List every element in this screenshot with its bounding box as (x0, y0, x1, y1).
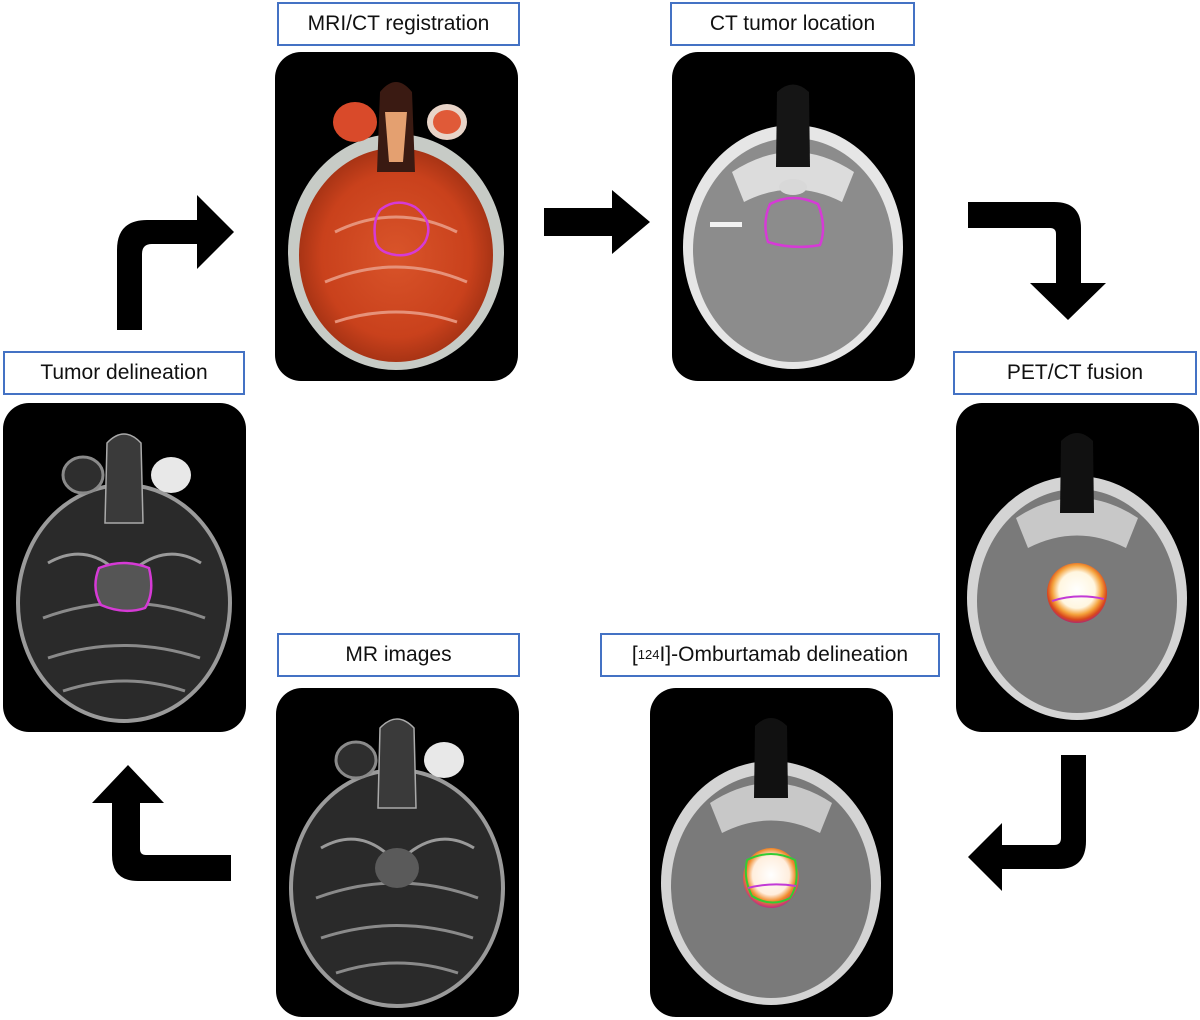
image-mri-ct-registration (275, 52, 518, 381)
arrow-right-icon (542, 190, 652, 255)
label-mr-images: MR images (277, 633, 520, 677)
label-mri-ct-registration: MRI/CT registration (277, 2, 520, 46)
arrow-down-left-icon (966, 753, 1090, 893)
image-omburtamab-delineation (650, 688, 893, 1017)
label-tumor-delineation: Tumor delineation (3, 351, 245, 395)
label-pet-ct-fusion: PET/CT fusion (953, 351, 1197, 395)
image-ct-tumor-location (672, 52, 915, 381)
image-pet-ct-fusion (956, 403, 1199, 732)
label-ct-tumor-location: CT tumor location (670, 2, 915, 46)
arrow-left-up-icon (90, 763, 233, 885)
image-mr-images (276, 688, 519, 1017)
arrow-right-down-icon (966, 198, 1109, 322)
arrow-up-right-icon (112, 180, 237, 332)
image-tumor-delineation (3, 403, 246, 732)
